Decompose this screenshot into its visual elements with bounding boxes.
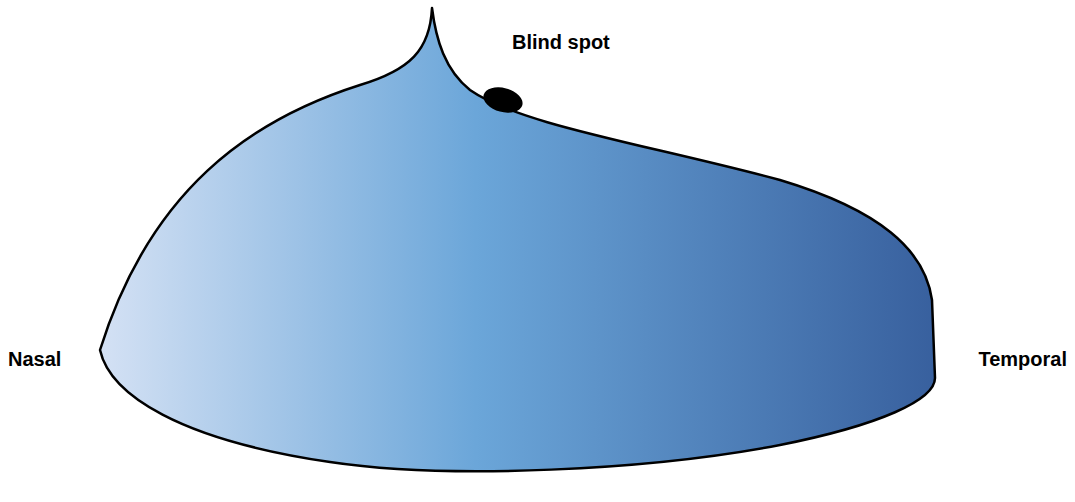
temporal-label: Temporal xyxy=(978,347,1067,371)
nasal-label: Nasal xyxy=(8,347,61,371)
visual-field-hill xyxy=(100,8,935,471)
blind-spot xyxy=(481,83,526,117)
blind-spot-label: Blind spot xyxy=(512,30,610,54)
